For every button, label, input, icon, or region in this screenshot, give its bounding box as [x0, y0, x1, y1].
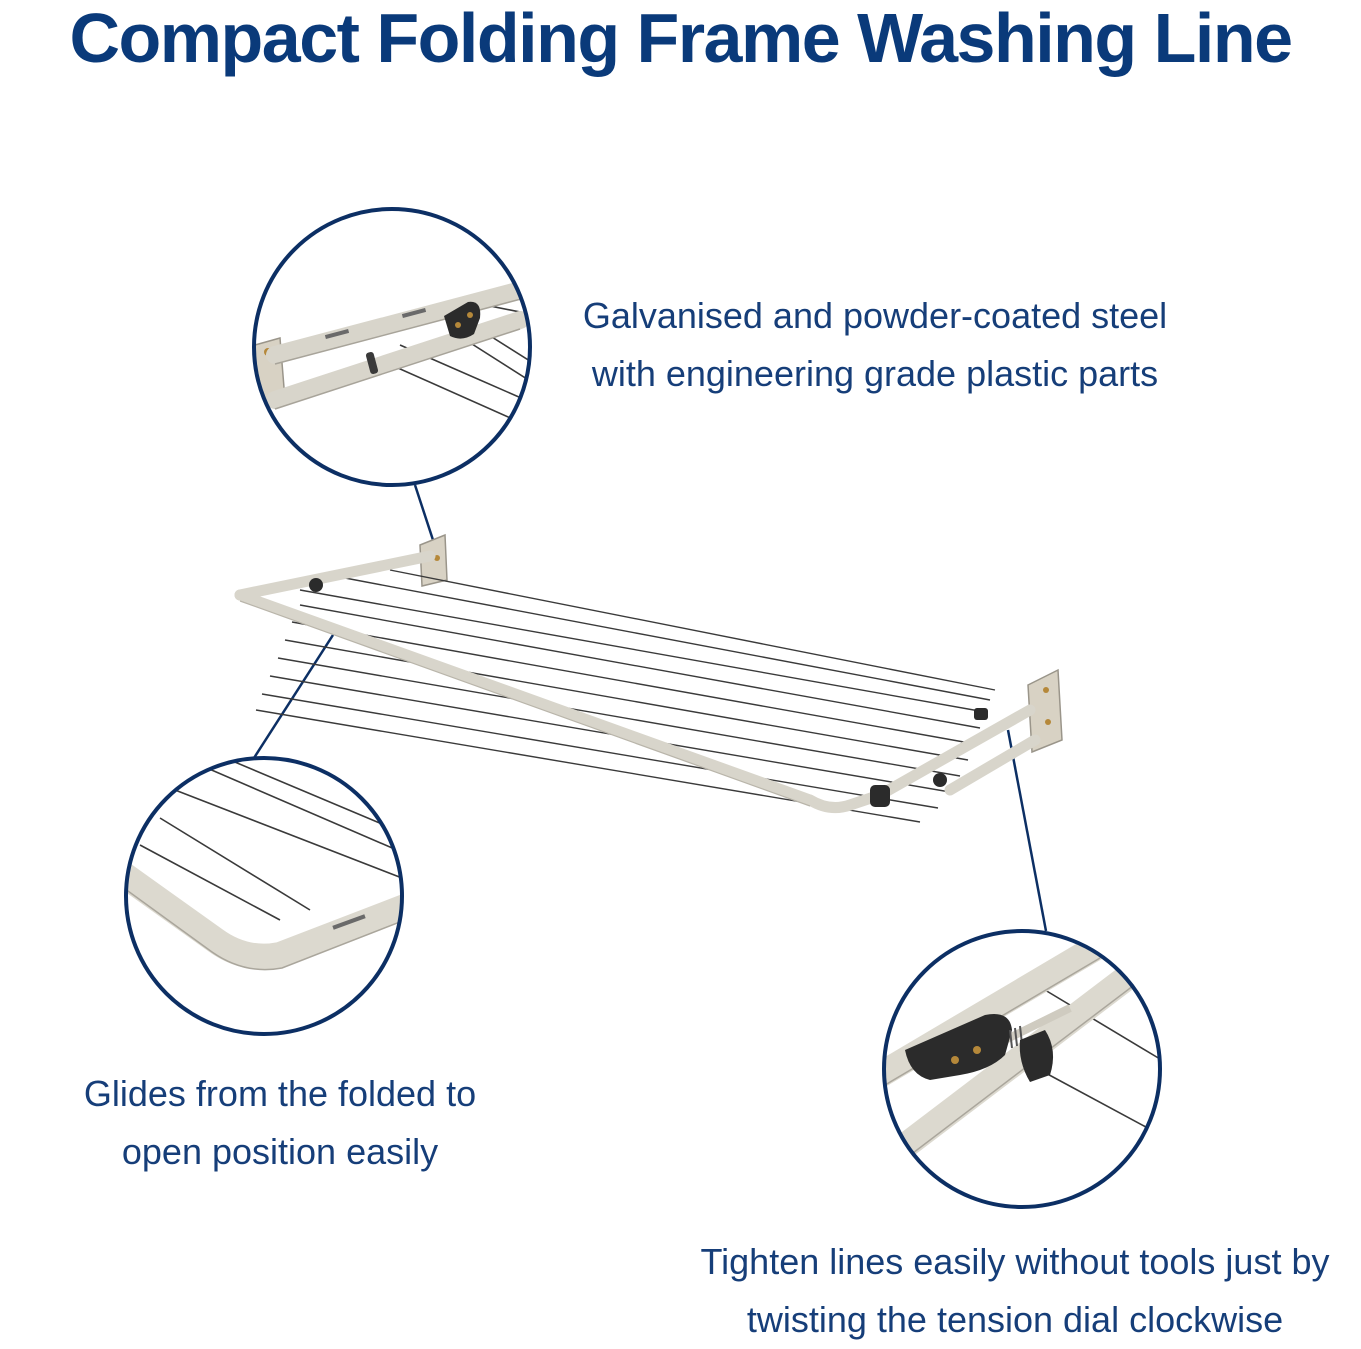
- connector-right: [1006, 729, 1048, 932]
- tension-bracket: [905, 1014, 1012, 1080]
- clothes-lines: [255, 569, 996, 823]
- caption-material: Galvanised and powder-coated steel with …: [540, 287, 1210, 403]
- wall-bracket-right: [1027, 668, 1063, 754]
- callout-ring-left: [124, 756, 404, 1036]
- caption-material-line2: with engineering grade plastic parts: [591, 353, 1159, 394]
- tension-knob-left: [309, 578, 323, 592]
- rack-frame: [234, 550, 1041, 814]
- callout-corner-detail: [124, 756, 404, 1036]
- caption-tension-line1: Tighten lines easily without tools just …: [700, 1241, 1330, 1282]
- callout-bracket-detail: [252, 207, 532, 487]
- caption-glide-line1: Glides from the folded to: [83, 1073, 477, 1114]
- callout-ring-top: [252, 207, 532, 487]
- caption-tension: Tighten lines easily without tools just …: [670, 1233, 1360, 1349]
- tension-knob-front: [870, 785, 890, 807]
- callout-tension-detail: [882, 929, 1162, 1209]
- callout-ring-right: [882, 929, 1162, 1209]
- tension-dial: [1019, 1030, 1054, 1082]
- caption-glide-line2: open position easily: [121, 1131, 439, 1172]
- caption-material-line1: Galvanised and powder-coated steel: [582, 295, 1168, 336]
- connector-left: [252, 634, 335, 759]
- bracket-knob: [444, 301, 481, 339]
- caption-tension-line2: twisting the tension dial clockwise: [746, 1299, 1284, 1340]
- wall-bracket-left: [419, 533, 448, 587]
- page-title: Compact Folding Frame Washing Line: [69, 0, 1293, 77]
- drying-rack: [234, 533, 1063, 823]
- connector-top: [413, 484, 435, 541]
- caption-glide: Glides from the folded to open position …: [40, 1065, 520, 1181]
- callout-connectors: [252, 484, 1048, 932]
